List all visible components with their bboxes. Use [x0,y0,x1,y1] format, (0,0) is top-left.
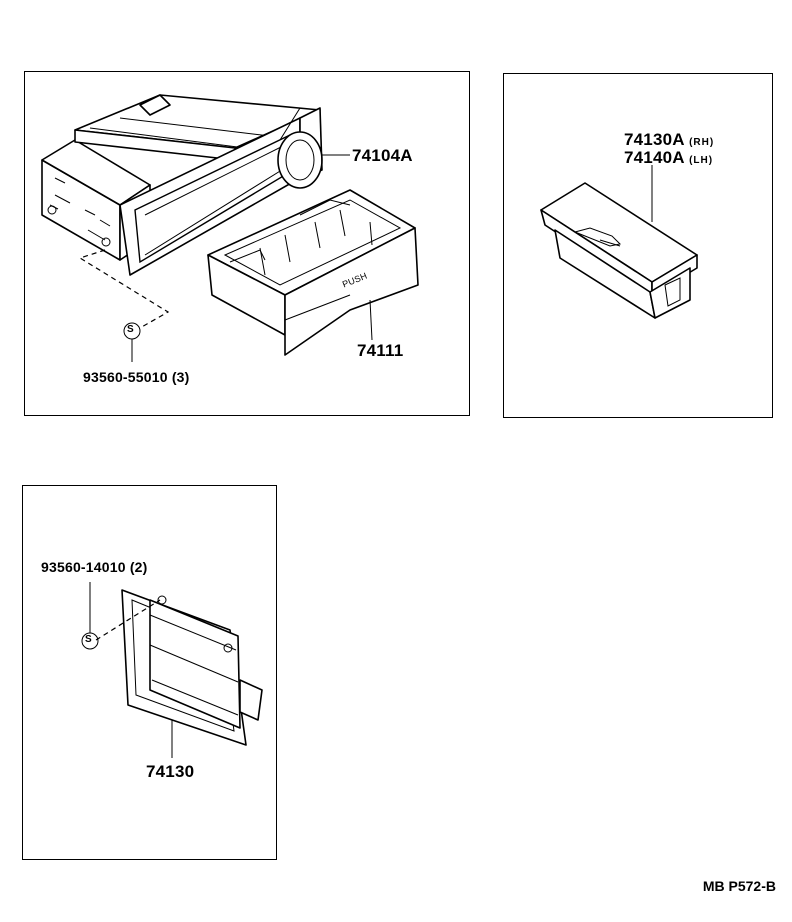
label-housing-74104a: 74104A [352,146,413,165]
screw-dashed-leader-1 [78,249,170,362]
label-screw-93560-55010: 93560-55010 (3) [83,369,190,385]
ashtray-drawer-74111-drawing [207,189,419,356]
door-ashtray-drawing [81,582,263,758]
part-number-74140a: 74140A [624,148,685,167]
rear-ashtray-drawing [540,165,698,319]
screw-symbol-1: S [127,324,134,335]
label-part-74140a: 74140A (LH) [624,149,713,166]
side-rh: (RH) [689,137,715,148]
label-ashtray-74130: 74130 [146,762,195,781]
screw-symbol-2: S [85,634,92,645]
side-lh: (LH) [689,155,714,166]
label-part-74130a: 74130A (RH) [624,131,714,148]
label-drawer-74111: 74111 [357,341,404,360]
housing-74104a-drawing [41,94,350,276]
drawing-code: MB P572-B [702,878,776,894]
label-screw-93560-14010: 93560-14010 (2) [41,559,148,575]
part-number-74130a: 74130A [624,130,685,149]
